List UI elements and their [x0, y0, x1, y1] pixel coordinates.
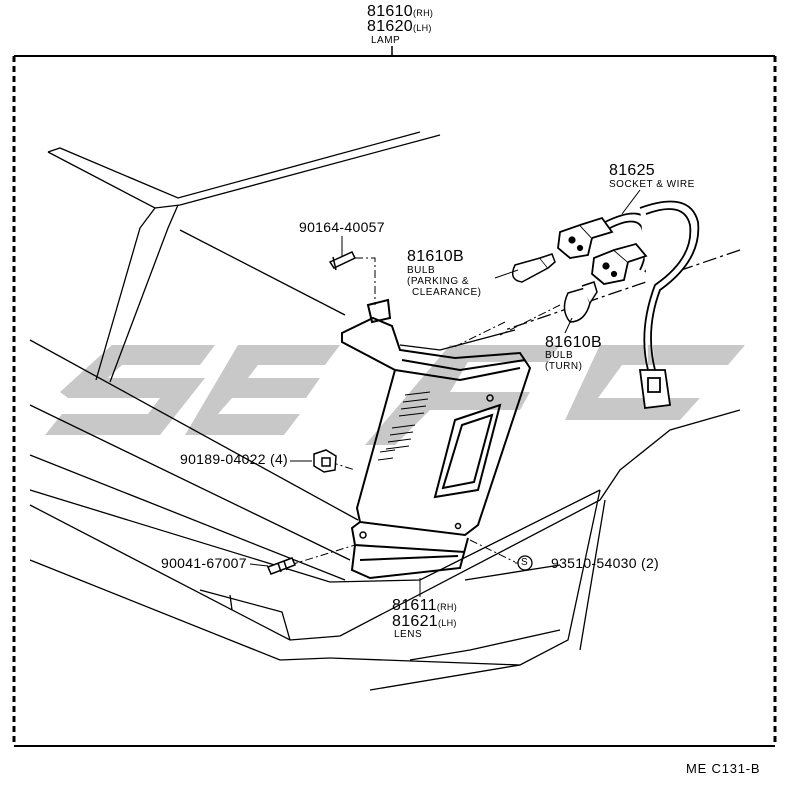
bulb-turn-icon	[563, 281, 598, 323]
lamp-name: LAMP	[371, 35, 401, 46]
bulb-parking-name: BULB	[407, 265, 436, 276]
bulb-turn-name: BULB	[545, 350, 574, 361]
bulb-parking-number: 81610B	[407, 248, 464, 265]
lamp-rh-number: 81610(RH)	[367, 3, 434, 20]
bulb-parking-desc-1: (PARKING &	[407, 276, 470, 287]
socket-number: 81625	[609, 162, 655, 179]
nut-number: 90189-04022 (4)	[180, 451, 289, 467]
s-marker-circle	[517, 555, 533, 571]
watermark	[45, 345, 745, 445]
socket-lugs	[568, 236, 618, 278]
lamp-screw-hole	[486, 394, 494, 402]
lamp-assembly	[341, 298, 532, 580]
lens-lh-number: 81621(LH)	[392, 613, 457, 630]
bulb-turn-number: 81610B	[545, 334, 602, 351]
s-marker: S	[521, 557, 528, 568]
bulb-parking-desc-2: CLEARANCE)	[412, 287, 482, 298]
lamp-louvers	[377, 391, 431, 461]
diagram-code: ME C131-B	[686, 761, 761, 776]
screw-s-number: 93510-54030 (2)	[551, 555, 660, 571]
lamp-lh-number: 81620(LH)	[367, 18, 432, 35]
dashed-frame	[12, 56, 777, 745]
socket-name: SOCKET & WIRE	[609, 179, 695, 190]
bulb-turn-desc: (TURN)	[545, 361, 583, 372]
lens-name: LENS	[394, 629, 423, 640]
screw-bottom-icon	[267, 557, 296, 575]
screw-top-icon	[328, 251, 357, 271]
socket-wire-icon	[557, 200, 700, 409]
lens-clip	[359, 531, 367, 539]
screw-bottom-number: 90041-67007	[161, 555, 247, 571]
lens-screw-hole	[454, 522, 462, 530]
nut-icon	[313, 449, 337, 473]
bulb-parking-icon	[511, 253, 556, 283]
label-leaders	[249, 189, 641, 597]
screw-top-number: 90164-40057	[299, 219, 385, 235]
lens-rh-number: 81611(RH)	[392, 597, 458, 614]
